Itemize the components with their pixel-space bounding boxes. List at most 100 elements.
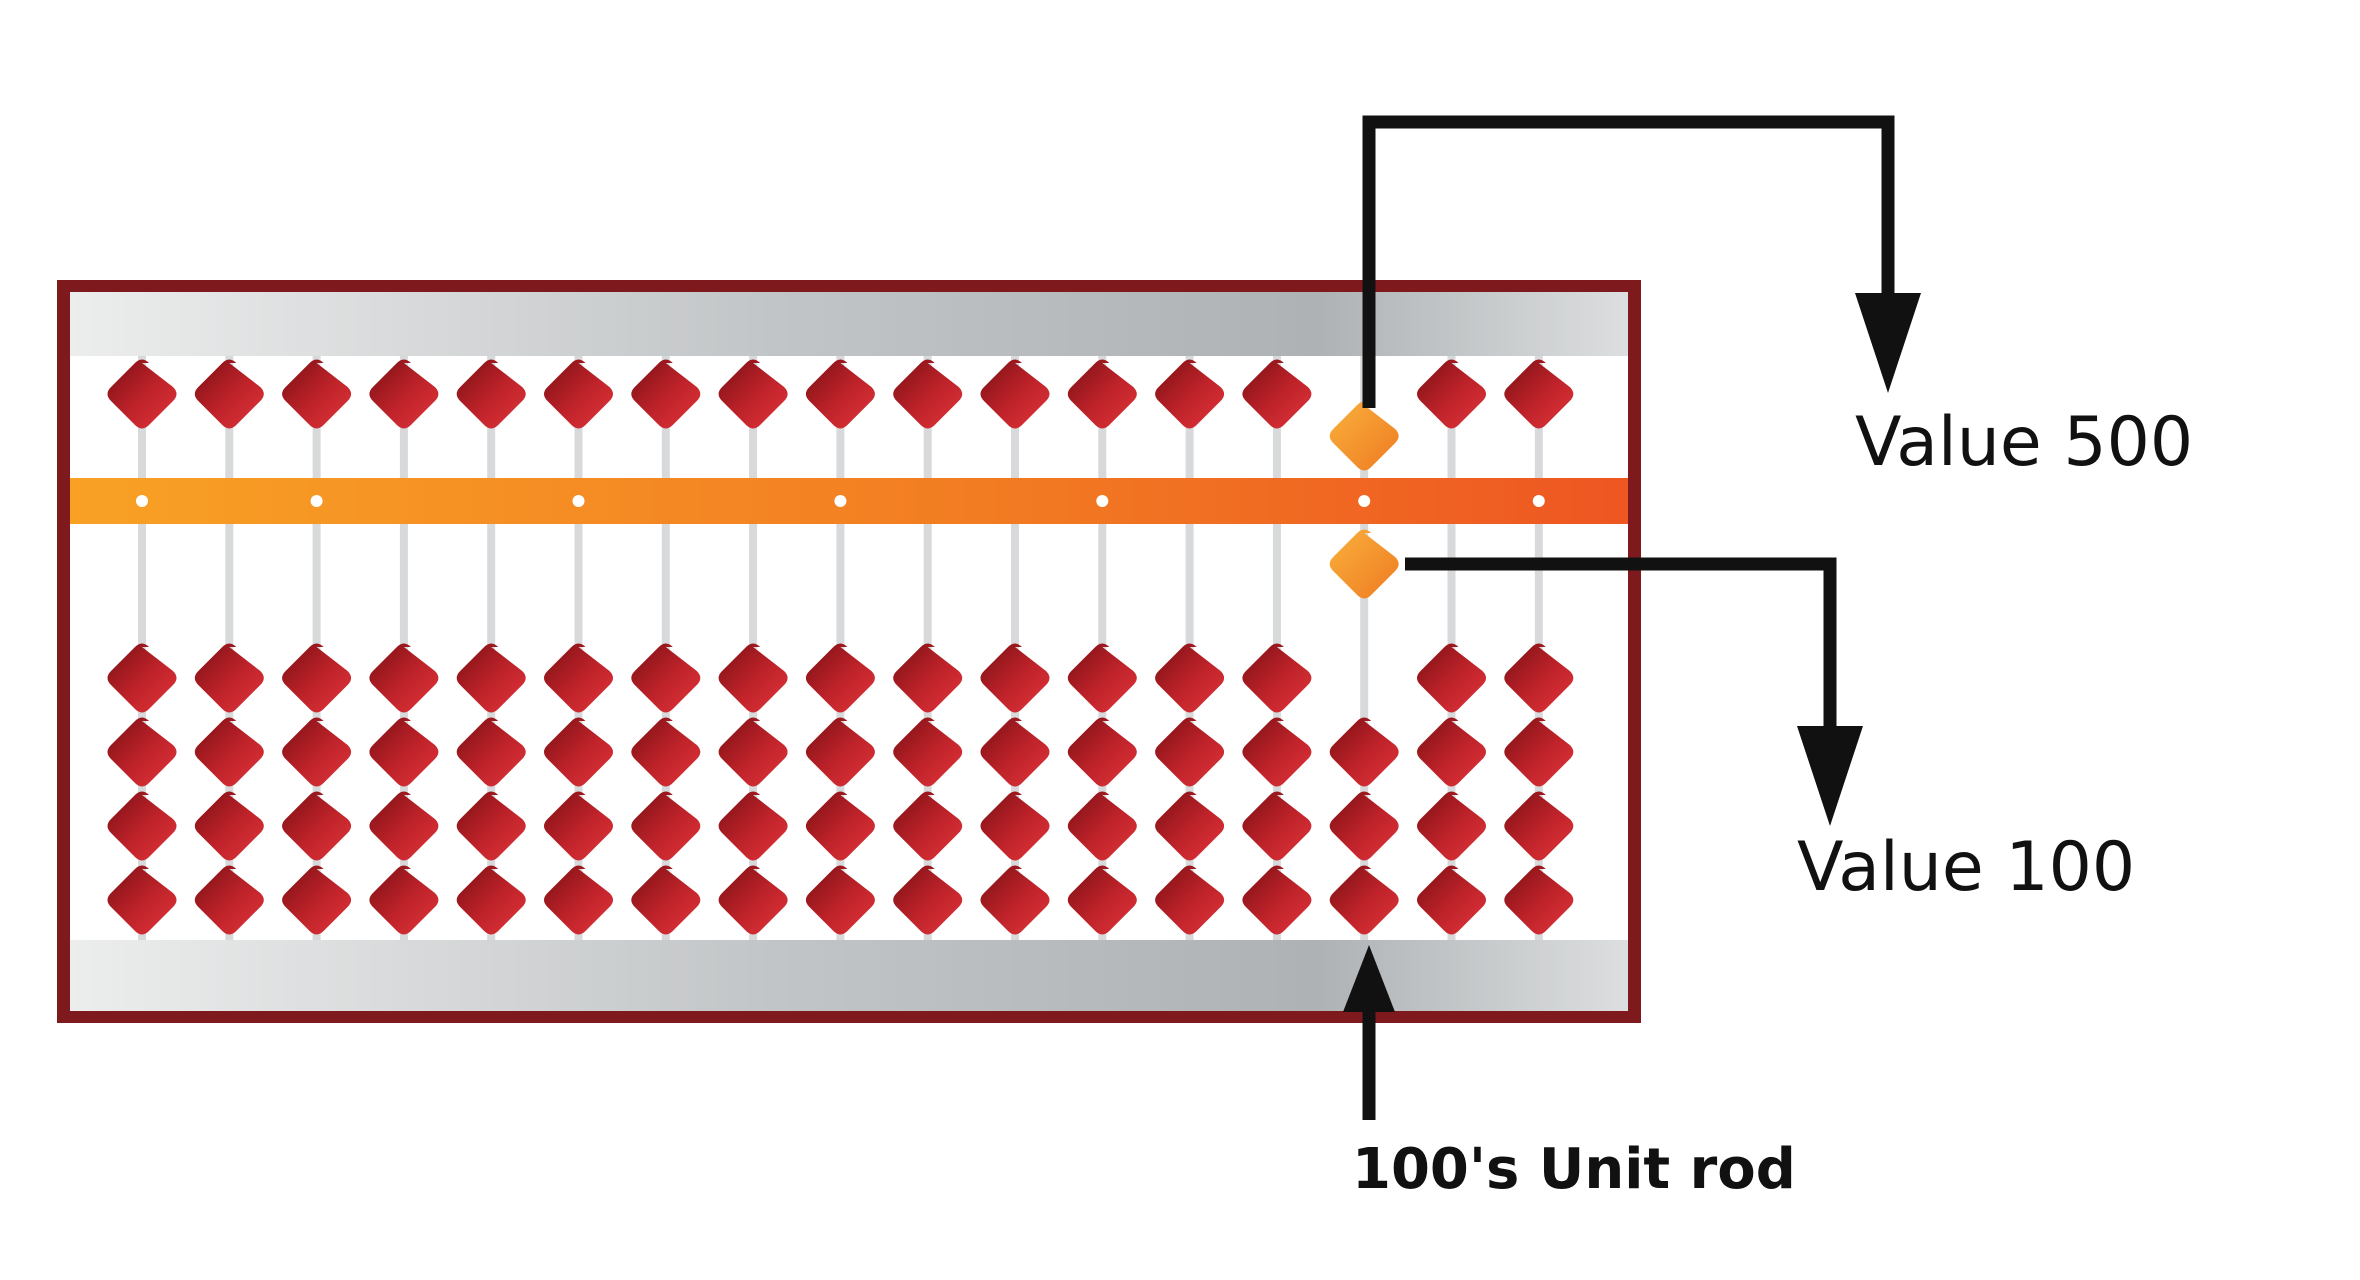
lower-bead xyxy=(194,791,264,861)
unit-dot xyxy=(136,495,148,507)
lower-bead xyxy=(1155,865,1225,935)
lower-bead xyxy=(1155,717,1225,787)
lower-bead xyxy=(1242,865,1312,935)
lower-bead xyxy=(893,865,963,935)
upper-bead xyxy=(544,359,613,429)
lower-bead xyxy=(1242,643,1312,713)
unit-dot xyxy=(1096,495,1109,507)
reckoning-bar xyxy=(70,478,1628,524)
lower-bead xyxy=(1417,643,1486,713)
lower-bead xyxy=(456,791,526,861)
upper-bead xyxy=(805,359,875,429)
lower-bead xyxy=(544,643,613,713)
lower-bead xyxy=(1242,717,1312,787)
lower-callout-line xyxy=(1405,557,1837,728)
lower-bead xyxy=(456,643,526,713)
top-rail xyxy=(70,292,1628,356)
upper-bead xyxy=(893,359,963,429)
lower-bead xyxy=(544,717,613,787)
lower-bead xyxy=(631,643,701,713)
lower-bead xyxy=(194,717,264,787)
upper-bead xyxy=(1504,359,1574,429)
lower-bead xyxy=(980,865,1050,935)
lower-bead xyxy=(980,643,1050,713)
lower-bead xyxy=(1067,865,1137,935)
lower-bead xyxy=(1504,643,1574,713)
upper-bead xyxy=(631,359,701,429)
lower-bead xyxy=(107,643,177,713)
lower-bead xyxy=(282,865,352,935)
unit-rod-label: 100's Unit rod xyxy=(1352,1137,1796,1202)
lower-bead xyxy=(718,643,788,713)
lower-bead xyxy=(107,717,177,787)
lower-bead xyxy=(1067,717,1137,787)
rod-callout-arrowhead xyxy=(1343,945,1395,1012)
lower-bead xyxy=(805,643,875,713)
lower-bead xyxy=(1417,791,1486,861)
rod-callout: 100's Unit rod xyxy=(1343,945,1796,1202)
lower-bead xyxy=(369,791,439,861)
upper-bead xyxy=(718,359,788,429)
lower-bead xyxy=(1329,717,1399,787)
upper-bead xyxy=(980,359,1050,429)
lower-bead xyxy=(893,717,963,787)
lower-bead xyxy=(1155,791,1225,861)
upper-bead xyxy=(456,359,526,429)
upper-bead xyxy=(107,359,177,429)
bottom-rail xyxy=(70,940,1628,1011)
upper-bead xyxy=(1155,359,1225,429)
lower-bead xyxy=(1504,865,1574,935)
upper-bead-highlighted xyxy=(1329,401,1399,471)
lower-bead xyxy=(194,643,264,713)
lower-callout-arrowhead xyxy=(1797,726,1863,826)
unit-dot xyxy=(310,495,323,507)
unit-dot xyxy=(572,495,585,507)
lower-bead xyxy=(718,865,788,935)
lower-bead xyxy=(631,717,701,787)
lower-bead xyxy=(631,791,701,861)
lower-bead xyxy=(194,865,264,935)
lower-bead xyxy=(544,865,613,935)
lower-bead xyxy=(1155,643,1225,713)
lower-bead xyxy=(980,791,1050,861)
lower-bead xyxy=(544,791,613,861)
lower-bead xyxy=(282,791,352,861)
lower-bead xyxy=(718,717,788,787)
upper-callout-arrowhead xyxy=(1855,293,1921,393)
lower-bead xyxy=(1417,865,1486,935)
unit-dot xyxy=(1532,495,1545,507)
lower-bead xyxy=(369,865,439,935)
lower-bead xyxy=(107,791,177,861)
lower-bead xyxy=(1242,791,1312,861)
lower-bead xyxy=(369,717,439,787)
lower-bead xyxy=(107,865,177,935)
upper-bead xyxy=(369,359,439,429)
lower-bead xyxy=(1067,643,1137,713)
rod xyxy=(1360,356,1369,940)
lower-bead xyxy=(1504,791,1574,861)
lower-bead xyxy=(631,865,701,935)
unit-dots xyxy=(136,495,1545,507)
upper-bead-callout: Value 500 xyxy=(1362,115,2193,482)
unit-dot xyxy=(1358,495,1371,507)
lower-bead xyxy=(805,717,875,787)
lower-bead xyxy=(282,717,352,787)
upper-bead xyxy=(1242,359,1312,429)
upper-bead xyxy=(1067,359,1137,429)
value-500-label: Value 500 xyxy=(1855,403,2193,482)
lower-bead xyxy=(1417,717,1486,787)
lower-bead-callout: Value 100 xyxy=(1405,557,2135,907)
lower-bead xyxy=(1329,791,1399,861)
lower-bead xyxy=(805,865,875,935)
lower-bead xyxy=(718,791,788,861)
upper-bead xyxy=(1417,359,1486,429)
lower-bead-highlighted xyxy=(1329,529,1399,599)
lower-bead xyxy=(456,717,526,787)
unit-dot xyxy=(834,495,847,507)
upper-bead xyxy=(194,359,264,429)
lower-bead xyxy=(1067,791,1137,861)
upper-bead xyxy=(282,359,352,429)
upper-callout-line xyxy=(1362,115,1895,408)
lower-bead xyxy=(282,643,352,713)
